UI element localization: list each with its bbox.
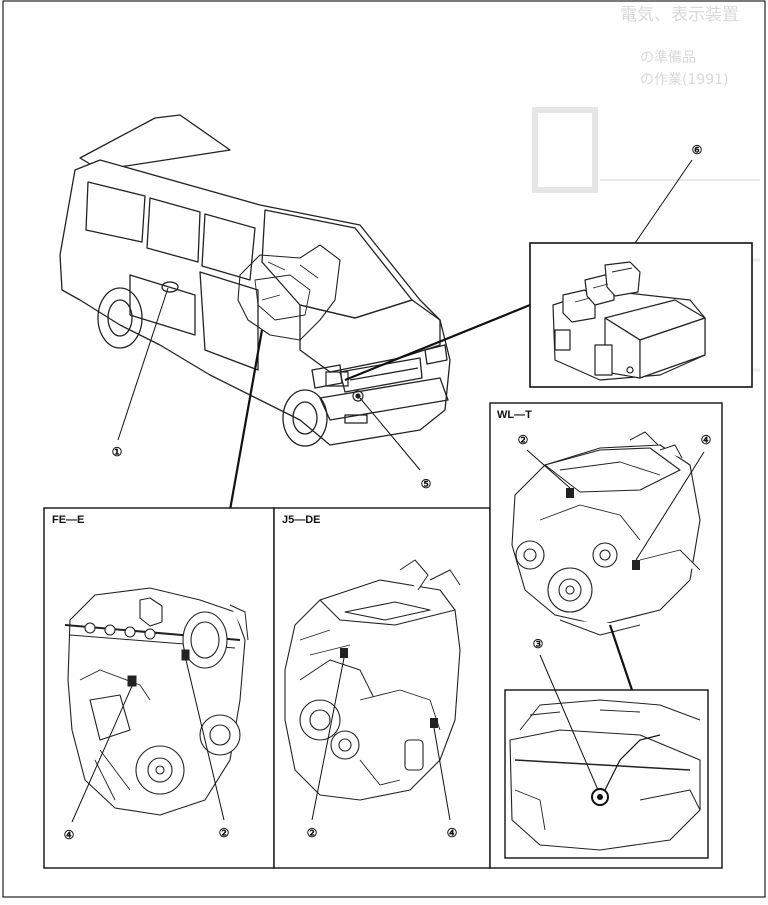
bleed-text-3: の作業(1991) (640, 72, 729, 88)
fe-e-engine-drawing (64, 587, 249, 816)
fe-e-callout-4: ④ (64, 828, 75, 842)
j5-de-engine-drawing (284, 559, 461, 801)
bleed-text-2: の準備品 (640, 50, 696, 66)
van-illustration (59, 114, 451, 447)
callout-5: ⑤ (421, 477, 432, 491)
j5-de-callout-2: ② (307, 826, 318, 840)
j5-de-sensor-2 (340, 648, 348, 658)
fe-e-sensor-2 (181, 649, 190, 661)
panel-j5-de-title: J5—DE (282, 514, 321, 526)
callout-1-label: ① (112, 445, 123, 459)
fe-e-sensor-4 (127, 675, 137, 687)
wl-t-callout-4: ④ (701, 433, 712, 447)
wl-t-callout-3: ③ (533, 637, 544, 651)
j5-de-sensor-4 (430, 718, 438, 728)
wl-t-sensor-2 (566, 488, 574, 498)
callout-5-label: ⑤ (421, 477, 432, 491)
panel-fe-e: FE—E ④ ② (43, 507, 275, 869)
bleed-text-1: 電気、表示装置 (620, 5, 739, 25)
panel-j5-de: J5—DE ② ④ (273, 507, 491, 869)
callout-6-label: ⑥ (692, 143, 703, 157)
panel-fe-e-title: FE—E (52, 514, 84, 526)
wl-t-engine-drawing (511, 431, 701, 636)
leader-lines (117, 159, 693, 511)
fuse-box-inset (529, 242, 753, 388)
callout-1: ① (112, 445, 123, 459)
callout-6: ⑥ (692, 143, 703, 157)
wl-t-sensor-4 (632, 560, 640, 570)
wl-t-callout-2: ② (518, 433, 529, 447)
j5-de-callout-4: ④ (447, 826, 458, 840)
panel-wl-t-title: WL—T (497, 409, 532, 421)
panel-wl-t: WL—T ② ④ (489, 402, 723, 869)
fe-e-callout-2: ② (219, 826, 230, 840)
